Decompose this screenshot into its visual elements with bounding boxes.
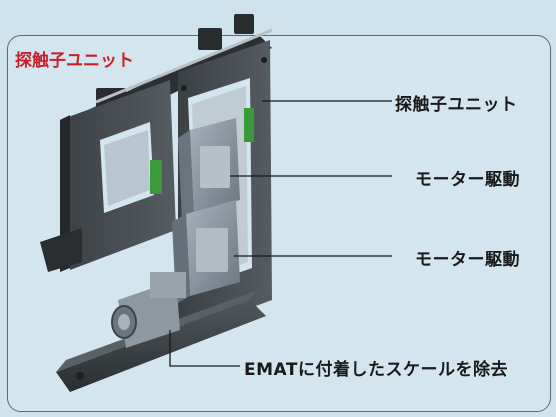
label-motor-drive-1: モーター駆動 <box>415 170 520 190</box>
spring-left <box>150 160 162 194</box>
spring-right <box>244 108 254 142</box>
label-motor-drive-2: モーター駆動 <box>415 250 520 270</box>
diagram-title: 探触子ユニット <box>15 51 134 71</box>
leader-lines <box>169 100 392 367</box>
label-scale-removal: EMATに付着したスケールを除去 <box>244 360 508 380</box>
label-probe-unit: 探触子ユニット <box>395 95 518 115</box>
upper-motor-block <box>178 118 240 220</box>
leader-scale <box>169 330 240 367</box>
left-frame <box>40 80 176 272</box>
emat-assembly <box>56 272 266 392</box>
